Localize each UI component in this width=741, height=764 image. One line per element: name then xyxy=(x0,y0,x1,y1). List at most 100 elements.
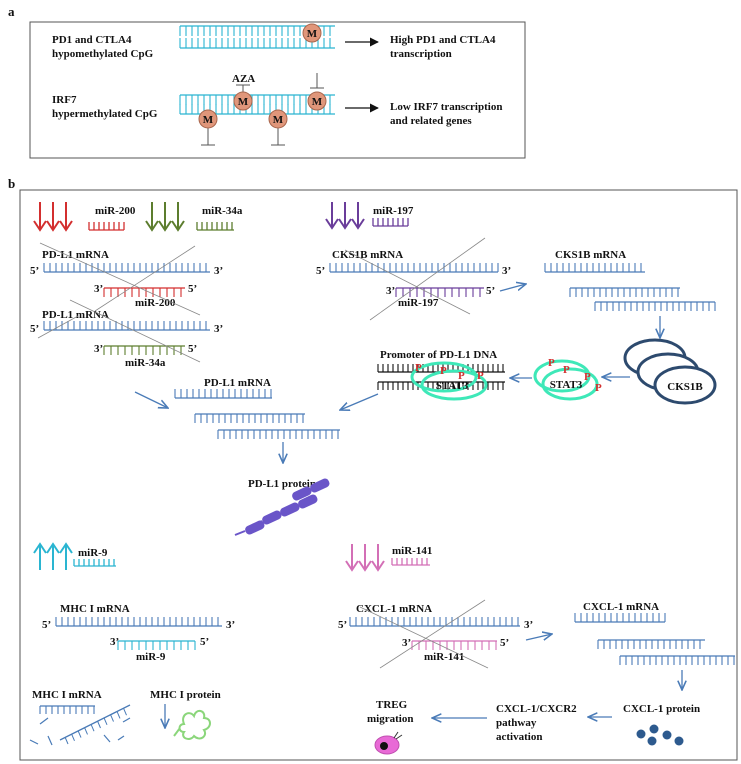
mir9-bound xyxy=(117,640,196,650)
five-prime: 5’ xyxy=(338,619,347,631)
mir200-comb-icon xyxy=(88,222,125,231)
row2-left-line2: hypermethylated CpG xyxy=(52,108,158,120)
pathway-line3: activation xyxy=(496,731,542,743)
methylation-mark: M xyxy=(233,91,253,111)
cross-line xyxy=(94,245,196,312)
cks1b-mrna-strand xyxy=(329,263,499,273)
aza-inhibition-right xyxy=(310,73,324,89)
five-prime: 5’ xyxy=(500,637,509,649)
svg-text:P: P xyxy=(415,362,422,374)
pdl1-mrna-stack-label: PD-L1 mRNA xyxy=(204,377,271,389)
cross-line xyxy=(69,299,201,363)
row1-right-line2: transcription xyxy=(390,48,452,60)
pathway-line1: CXCL-1/CXCR2 xyxy=(496,703,577,715)
svg-text:P: P xyxy=(563,364,570,376)
mir200-label: miR-200 xyxy=(95,205,136,217)
svg-text:STAT3: STAT3 xyxy=(550,379,583,391)
cks1b-protein-complex: CKS1B xyxy=(623,338,717,405)
up-arrows-mir9 xyxy=(33,542,73,570)
five-prime: 5’ xyxy=(486,285,495,297)
five-prime: 5’ xyxy=(30,323,39,335)
panel-a-box xyxy=(29,21,526,159)
pdl1-mrna-label-2: PD-L1 mRNA xyxy=(42,309,109,321)
mir9-bound-label: miR-9 xyxy=(136,651,166,663)
panel-b-label: b xyxy=(8,176,15,191)
cross-line xyxy=(359,606,489,669)
svg-text:P: P xyxy=(584,371,591,383)
arrow-mirna-to-pdl1-mrna xyxy=(134,391,168,408)
row1-left-line1: PD1 and CTLA4 xyxy=(52,34,132,46)
mhc-mrna-strand xyxy=(55,617,222,627)
down-arrows-mir200 xyxy=(33,202,73,232)
svg-text:P: P xyxy=(458,370,465,382)
inhibition-left-bottom xyxy=(201,128,215,146)
svg-text:STAT3: STAT3 xyxy=(436,380,469,392)
cxcl-mrna-label: CXCL-1 mRNA xyxy=(356,603,432,615)
cross-line xyxy=(37,315,79,339)
mir141-bound-label: miR-141 xyxy=(424,651,464,663)
mir9-comb-icon xyxy=(73,559,116,567)
pdl1-mrna-label-1: PD-L1 mRNA xyxy=(42,249,109,261)
three-prime: 3’ xyxy=(94,283,103,295)
svg-text:M: M xyxy=(273,114,284,126)
methylation-mark: M xyxy=(307,91,327,111)
mir197-bound xyxy=(395,287,484,297)
svg-text:P: P xyxy=(595,382,602,394)
pdl1-protein-label: PD-L1 protein xyxy=(248,478,316,490)
down-arrows-mir197 xyxy=(325,202,365,230)
arrow-promoter-to-pdl1-mrna xyxy=(340,393,379,410)
three-prime: 3’ xyxy=(214,323,223,335)
svg-text:P: P xyxy=(440,365,447,377)
mir34a-label: miR-34a xyxy=(202,205,243,217)
cross-line xyxy=(369,237,486,321)
three-prime: 3’ xyxy=(214,265,223,277)
treg-line2: migration xyxy=(367,713,413,725)
arrow-to-cks1b-mrna xyxy=(499,284,526,292)
panel-b-box xyxy=(19,189,738,761)
mir200-bound xyxy=(103,287,185,297)
mir197-comb-icon xyxy=(372,218,409,227)
mir34a-bound xyxy=(103,345,185,355)
svg-text:P: P xyxy=(548,357,555,369)
methylation-mark: M xyxy=(198,109,218,129)
mhc-mrna-degraded-label: MHC I mRNA xyxy=(32,689,102,701)
methylation-mark: M xyxy=(268,109,288,129)
arrow-to-cxcl-mrna xyxy=(525,634,552,640)
mhc-protein-icon xyxy=(173,710,211,740)
three-prime: 3’ xyxy=(524,619,533,631)
cks1b-label: CKS1B xyxy=(667,381,703,393)
svg-text:M: M xyxy=(312,96,323,108)
mir200-bound-label: miR-200 xyxy=(135,297,176,309)
row2-left-line1: IRF7 xyxy=(52,94,77,106)
pdl1-mrna-strand-2 xyxy=(43,321,210,331)
five-prime: 5’ xyxy=(200,636,209,648)
methylation-mark: M xyxy=(302,23,322,43)
mir197-bound-label: miR-197 xyxy=(398,297,439,309)
mir197-label: miR-197 xyxy=(373,205,414,217)
pdl1-protein-icon xyxy=(234,478,330,536)
inhibition-mid-bottom xyxy=(271,128,285,146)
cxcl-protein-dots xyxy=(636,724,684,746)
row1-left-line2: hypomethylated CpG xyxy=(52,48,154,60)
pdl1-mrna-stack xyxy=(174,389,340,439)
cxcl-mrna-label-2: CXCL-1 mRNA xyxy=(583,601,659,613)
three-prime: 3’ xyxy=(386,285,395,297)
cross-line xyxy=(39,242,201,316)
down-arrows-mir141 xyxy=(345,544,385,572)
cks1b-mrna-stack xyxy=(544,263,716,311)
mir141-label: miR-141 xyxy=(392,545,432,557)
cxcl-mrna-stack xyxy=(574,613,735,665)
svg-text:M: M xyxy=(307,28,318,40)
cross-line xyxy=(379,599,486,669)
treg-cell-icon xyxy=(374,731,403,755)
three-prime: 3’ xyxy=(402,637,411,649)
pdl1-mrna-strand-1 xyxy=(43,263,210,273)
pathway-line2: pathway xyxy=(496,717,537,729)
cks1b-mrna-label-2: CKS1B mRNA xyxy=(555,249,626,261)
five-prime: 5’ xyxy=(42,619,51,631)
mir34a-comb-icon xyxy=(196,222,234,231)
down-arrows-mir34a xyxy=(145,202,185,232)
five-prime: 5’ xyxy=(316,265,325,277)
five-prime: 5’ xyxy=(30,265,39,277)
